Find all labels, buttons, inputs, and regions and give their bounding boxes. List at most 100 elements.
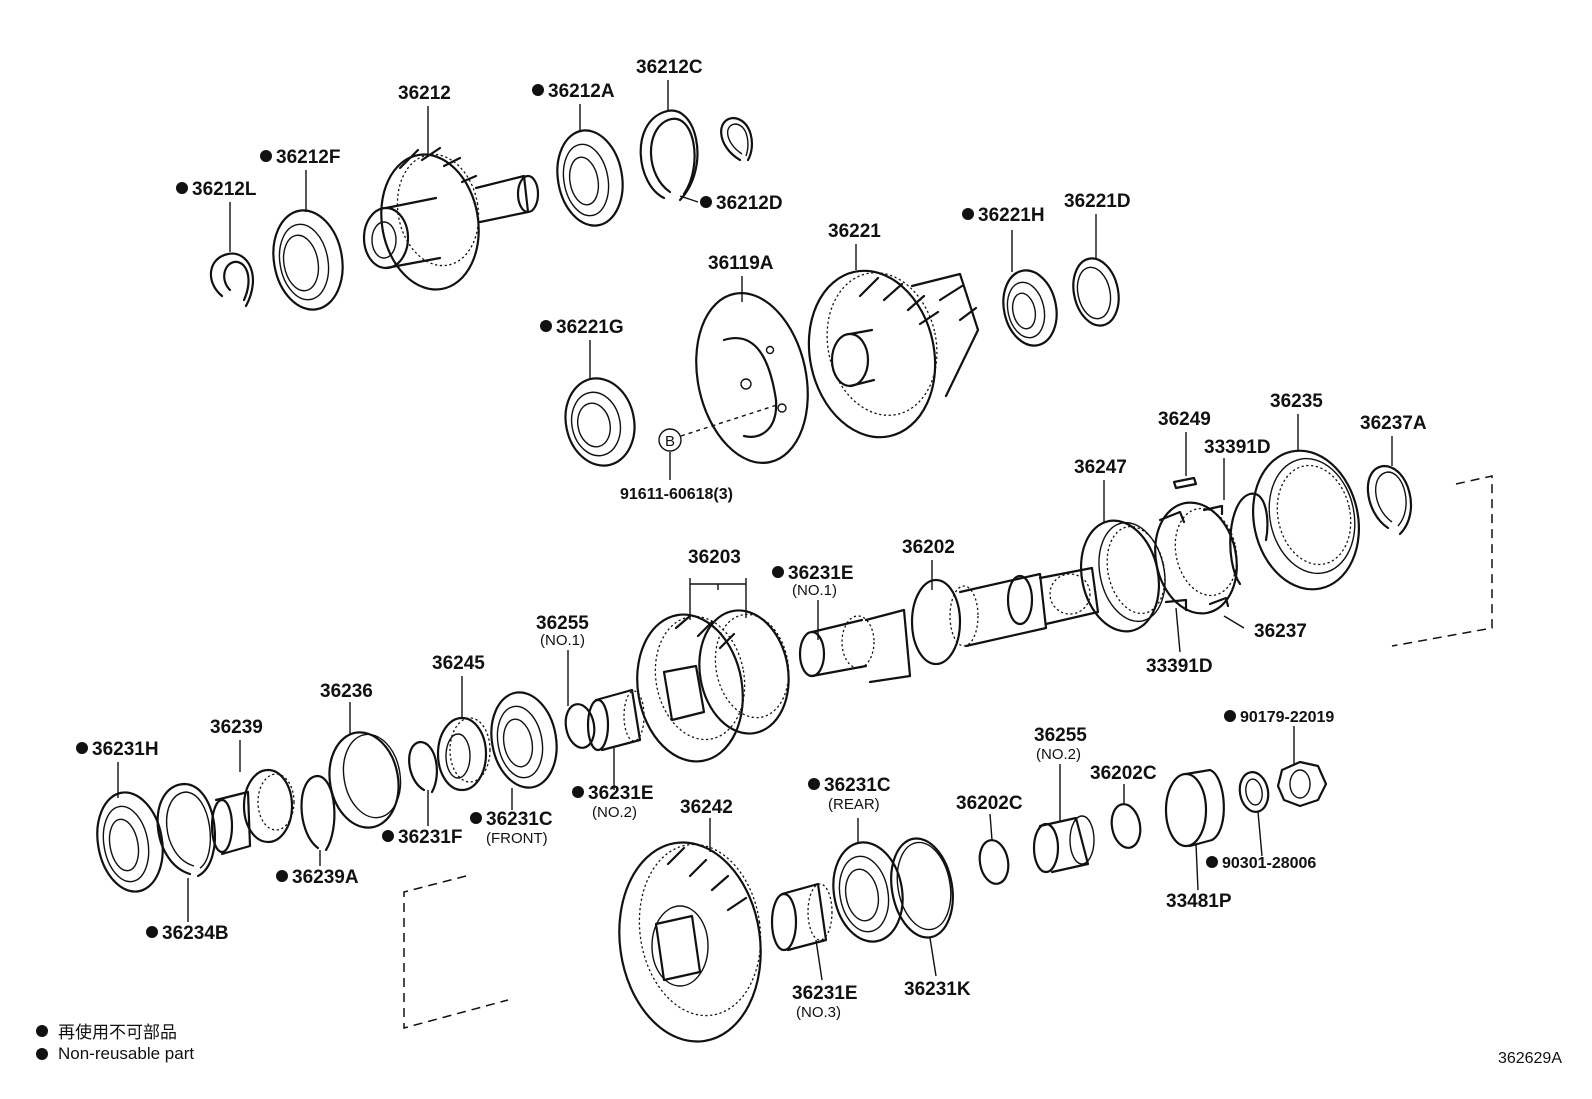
part-36221H-bearing bbox=[1002, 269, 1058, 347]
part-90179-22019-nut bbox=[1276, 760, 1328, 808]
nonreusable-dot bbox=[1224, 710, 1236, 722]
part-36237-hub bbox=[1154, 501, 1238, 615]
label-36231C-front-sub: (FRONT) bbox=[486, 830, 548, 847]
nonreusable-dot bbox=[1206, 856, 1218, 868]
label-36202C-a: 36202C bbox=[956, 793, 1023, 814]
part-36231F-snap-ring bbox=[408, 740, 438, 794]
part-33481P-flange bbox=[1164, 768, 1225, 848]
label-36236: 36236 bbox=[320, 681, 373, 702]
part-36212C-snap-ring bbox=[639, 109, 699, 202]
part-36249-key bbox=[1172, 476, 1198, 490]
label-36221G: 36221G bbox=[556, 317, 624, 338]
label-36239A: 36239A bbox=[292, 867, 359, 888]
label-36221H: 36221H bbox=[978, 205, 1045, 226]
label-33481P: 33481P bbox=[1166, 891, 1232, 912]
label-36231F: 36231F bbox=[398, 827, 462, 848]
nonreusable-dot bbox=[382, 830, 394, 842]
legend-dot-icon bbox=[36, 1048, 48, 1060]
label-36255-no2: 36255 bbox=[1034, 725, 1087, 746]
label-36231C-rear-sub: (REAR) bbox=[828, 796, 880, 813]
assembly-bracket-left bbox=[403, 875, 509, 1029]
label-36237A: 36237A bbox=[1360, 413, 1427, 434]
legend-dot-icon bbox=[36, 1024, 48, 1037]
label-36212F: 36212F bbox=[276, 147, 340, 168]
part-36221-gear bbox=[807, 269, 980, 439]
label-36245: 36245 bbox=[432, 653, 485, 674]
part-36212L-snap-ring bbox=[209, 252, 255, 308]
part-36202C-washer-a bbox=[978, 839, 1010, 885]
part-36231C-front-bearing bbox=[490, 691, 558, 789]
part-36231E-no3-bearing bbox=[770, 882, 833, 952]
nonreusable-dot bbox=[76, 742, 88, 754]
nonreusable-dot bbox=[540, 320, 552, 332]
nonreusable-dot bbox=[962, 208, 974, 220]
part-36239-hub bbox=[210, 768, 295, 856]
label-36231E-no2-sub: (NO.2) bbox=[592, 804, 637, 821]
label-36212A: 36212A bbox=[548, 81, 615, 102]
label-36231E-no1: 36231E bbox=[788, 563, 854, 584]
part-36245-gear bbox=[436, 716, 491, 792]
assembly-bracket-right bbox=[1391, 475, 1493, 647]
part-36202-output-shaft bbox=[798, 566, 1100, 684]
part-36212A-bearing bbox=[556, 129, 624, 227]
label-36242: 36242 bbox=[680, 797, 733, 818]
label-33391D-top: 33391D bbox=[1204, 437, 1271, 458]
part-36221G-bearing bbox=[564, 377, 636, 467]
part-36212D-snap-ring bbox=[720, 116, 753, 162]
part-36231K-ring bbox=[890, 837, 954, 939]
legend-english-text: Non-reusable part bbox=[58, 1044, 195, 1063]
legend-japanese: 再使用不可部品 bbox=[36, 1018, 177, 1043]
label-36231C-front: 36231C bbox=[486, 809, 553, 830]
bolt-callout-b: B bbox=[658, 403, 781, 452]
nonreusable-dot bbox=[470, 812, 482, 824]
label-36231C-rear: 36231C bbox=[824, 775, 891, 796]
part-36119A-plate bbox=[695, 292, 809, 464]
part-36234B-ring bbox=[156, 782, 217, 878]
legend-english: Non-reusable part bbox=[36, 1044, 194, 1064]
label-36247: 36247 bbox=[1074, 457, 1127, 478]
label-36231E-no1-sub: (NO.1) bbox=[792, 582, 837, 599]
leader-lines bbox=[117, 80, 1393, 981]
part-36235-sleeve bbox=[1251, 449, 1361, 591]
part-labels: 36212L 36212F 36212 36212A 36212C 36212D… bbox=[76, 57, 1427, 1021]
nonreusable-dot bbox=[532, 84, 544, 96]
label-36235: 36235 bbox=[1270, 391, 1323, 412]
label-36249: 36249 bbox=[1158, 409, 1211, 430]
label-36119A: 36119A bbox=[708, 253, 774, 274]
label-36212L: 36212L bbox=[192, 179, 257, 200]
nonreusable-dot bbox=[176, 182, 188, 194]
part-36202C-washer-b bbox=[1110, 803, 1142, 849]
label-36212D: 36212D bbox=[716, 193, 783, 214]
label-36221: 36221 bbox=[828, 221, 881, 242]
part-36255-no1-ring bbox=[564, 703, 596, 749]
part-36212-gear-shaft bbox=[362, 146, 540, 291]
part-36237A-snap-ring bbox=[1366, 464, 1413, 536]
nonreusable-dot bbox=[572, 786, 584, 798]
label-36231K: 36231K bbox=[904, 979, 971, 1000]
part-36212F-bearing bbox=[272, 209, 344, 311]
label-33391D-bottom: 33391D bbox=[1146, 656, 1213, 677]
part-36221D-washer bbox=[1072, 257, 1120, 327]
label-36255-no2-sub: (NO.2) bbox=[1036, 746, 1081, 763]
label-90301-28006: 90301-28006 bbox=[1222, 855, 1316, 872]
part-36231E-no2-bearing bbox=[586, 688, 645, 752]
part-36255-no2-collar bbox=[1032, 815, 1095, 874]
callout-b-symbol: B bbox=[665, 433, 675, 450]
part-90301-28006-washer bbox=[1238, 771, 1270, 813]
label-36255-no1-sub: (NO.1) bbox=[540, 632, 585, 649]
nonreusable-dot bbox=[808, 778, 820, 790]
part-36236-sleeve bbox=[328, 731, 402, 829]
label-36231H: 36231H bbox=[92, 739, 159, 760]
part-36242-gear bbox=[618, 841, 762, 1043]
nonreusable-dot bbox=[772, 566, 784, 578]
label-36231E-no3-sub: (NO.3) bbox=[796, 1004, 841, 1021]
label-36202: 36202 bbox=[902, 537, 955, 558]
label-36231E-no3: 36231E bbox=[792, 983, 858, 1004]
legend-japanese-text: 再使用不可部品 bbox=[58, 1023, 177, 1043]
diagram-reference-code: 362629A bbox=[1497, 1050, 1562, 1067]
label-36239: 36239 bbox=[210, 717, 263, 738]
label-36237: 36237 bbox=[1254, 621, 1307, 642]
part-36231C-rear-bearing bbox=[832, 841, 904, 943]
label-36212: 36212 bbox=[398, 83, 451, 104]
